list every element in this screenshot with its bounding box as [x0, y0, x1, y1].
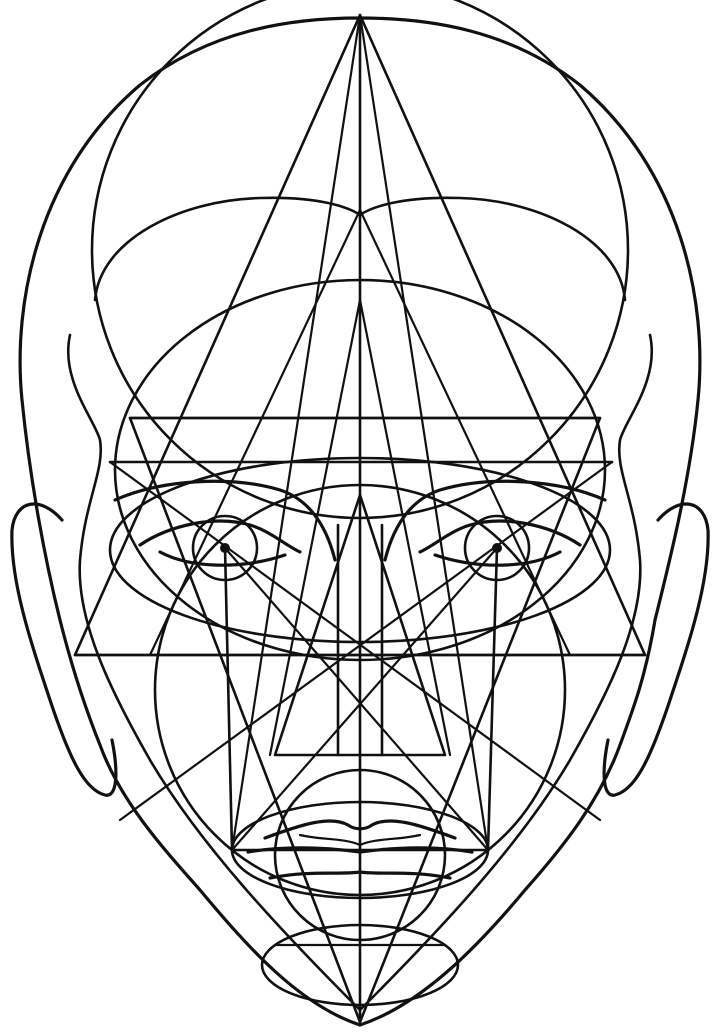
ear-right [604, 504, 708, 795]
eye-left-upper [140, 521, 300, 552]
eye-drop-left [225, 548, 232, 850]
nose-diag-right [360, 300, 450, 755]
eye-left-lower [160, 552, 285, 565]
cross-diag-1 [110, 462, 600, 820]
ear-left [12, 504, 116, 795]
upper-lobe-right [360, 198, 625, 300]
pupil-right [492, 543, 502, 553]
pupil-left [220, 543, 230, 553]
upper-lobe-left [95, 198, 360, 300]
